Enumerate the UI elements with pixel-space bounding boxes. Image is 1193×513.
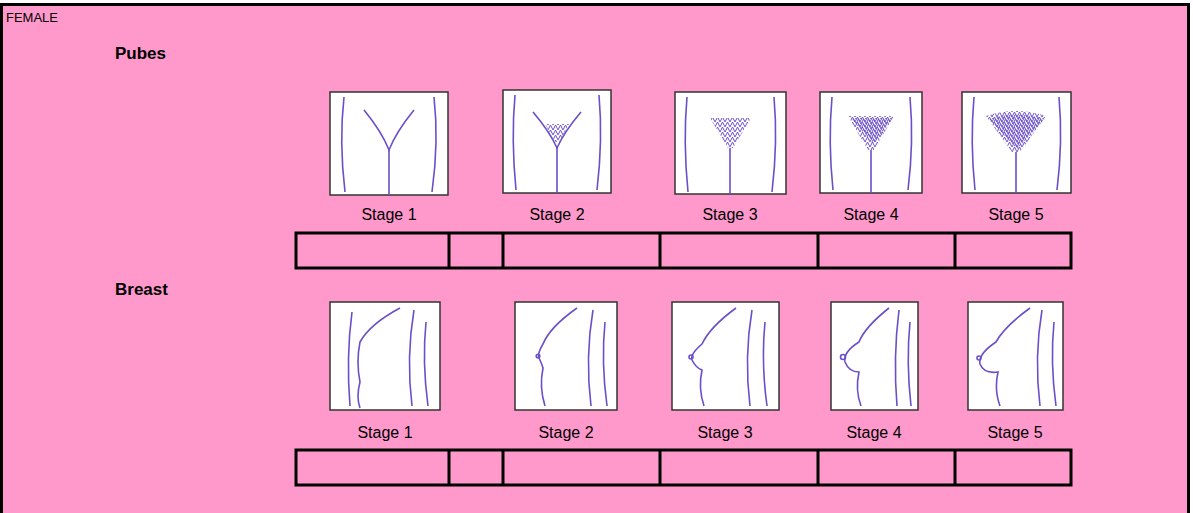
stage-label: Stage 1	[357, 424, 412, 442]
stage-label: Stage 1	[361, 206, 416, 224]
pubes-stage-pictures	[330, 90, 1071, 195]
panel-heading: FEMALE	[6, 11, 58, 26]
stage-label: Stage 5	[987, 424, 1042, 442]
panel-border	[0, 3, 1190, 513]
rating-table	[296, 233, 1071, 268]
stage-label: Stage 4	[846, 424, 901, 442]
stage-label: Stage 5	[988, 206, 1043, 224]
rating-table	[296, 450, 1071, 485]
stage-label: Stage 3	[697, 424, 752, 442]
stage-label: Stage 4	[843, 206, 898, 224]
stage-label: Stage 2	[538, 424, 593, 442]
stage-label: Stage 3	[702, 206, 757, 224]
breast-stage-pictures	[330, 302, 1063, 410]
section-heading: Pubes	[115, 44, 166, 64]
stage-label: Stage 2	[529, 206, 584, 224]
section-heading: Breast	[115, 280, 168, 300]
chart-panel: FEMALE PubesStage 1 Stage 2 Stage 3 Stage 4 S…	[0, 3, 1190, 513]
